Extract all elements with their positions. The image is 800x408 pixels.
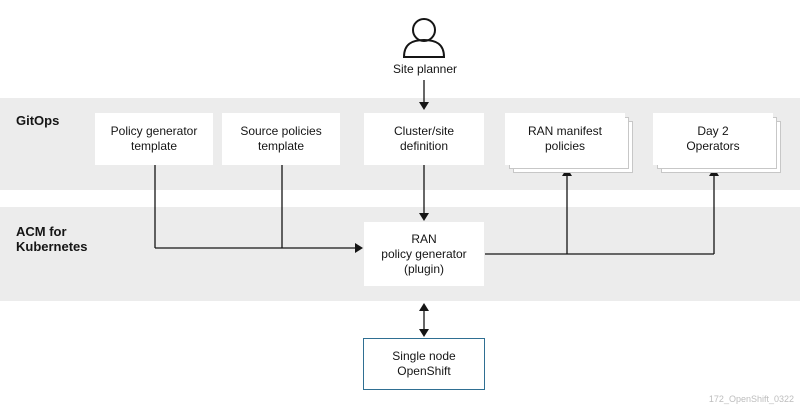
source-policies-template-box: Source policies template [222, 113, 340, 165]
single-node-openshift-box: Single node OpenShift [363, 338, 485, 390]
arrow-generator-to-outputs [485, 168, 719, 255]
ran-policy-generator-box: RAN policy generator (plugin) [364, 222, 484, 286]
user-icon [402, 18, 446, 58]
day2-operators-box: Day 2 Operators [653, 113, 773, 165]
policy-generator-template-box: Policy generator template [95, 113, 213, 165]
site-planner-label: Site planner [392, 62, 458, 76]
gitops-band-label: GitOps [16, 113, 60, 128]
cluster-site-definition-box: Cluster/site definition [364, 113, 484, 165]
ran-manifest-policies-box: RAN manifest policies [505, 113, 625, 165]
arrow-templates-to-generator [154, 165, 363, 253]
arrow-generator-openshift-bidirectional [419, 303, 429, 337]
acm-band-label: ACM for Kubernetes [16, 224, 88, 254]
arrow-cluster-to-generator [419, 165, 429, 221]
figure-id-watermark: 172_OpenShift_0322 [708, 394, 794, 404]
arrow-planner-to-cluster [419, 80, 429, 110]
